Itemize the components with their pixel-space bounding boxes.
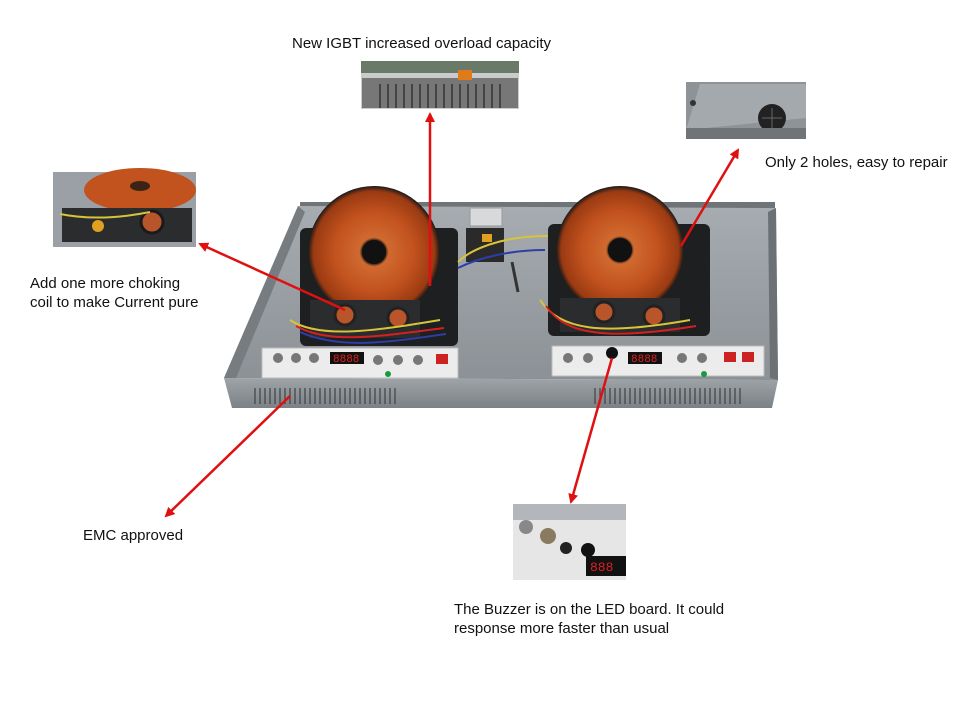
left-choke-coil bbox=[333, 303, 357, 327]
right-led-board: 8888 bbox=[551, 345, 765, 377]
center-transformer bbox=[457, 207, 549, 293]
arrow-emc bbox=[164, 395, 291, 518]
igbt-thumbnail bbox=[361, 61, 519, 109]
buzzer-thumbnail: 888 bbox=[513, 504, 626, 580]
buzzer-annotation-line2: response more faster than usual bbox=[454, 620, 670, 637]
right-led-display: 8888 bbox=[631, 354, 657, 366]
arrow-choke bbox=[198, 242, 346, 312]
front-vents-right bbox=[594, 388, 741, 404]
holes-annotation: Only 2 holes, easy to repair bbox=[765, 154, 948, 171]
left-led-board: 8888 bbox=[261, 347, 459, 379]
arrow-holes bbox=[679, 148, 740, 247]
buzzer-thumbnail-display: 888 bbox=[590, 560, 613, 575]
emc-annotation: EMC approved bbox=[83, 527, 184, 544]
choking-annotation-line2: coil to make Current pure bbox=[30, 294, 199, 311]
buzzer-annotation-line1: The Buzzer is on the LED board. It could bbox=[454, 601, 725, 618]
right-coil-assembly bbox=[539, 186, 710, 336]
holes-thumbnail bbox=[686, 82, 806, 139]
igbt-annotation: New IGBT increased overload capacity bbox=[292, 35, 552, 52]
left-coil-assembly bbox=[289, 186, 458, 346]
choke-coil-thumbnail bbox=[53, 168, 196, 247]
annotation-arrows bbox=[164, 112, 740, 518]
arrow-buzzer bbox=[568, 357, 614, 504]
front-vents-left bbox=[254, 388, 396, 404]
buzzer-thumbnail-buzzer bbox=[581, 543, 595, 557]
buzzer bbox=[606, 347, 618, 359]
choking-annotation-line1: Add one more choking bbox=[30, 275, 181, 292]
left-led-display: 8888 bbox=[333, 354, 359, 366]
